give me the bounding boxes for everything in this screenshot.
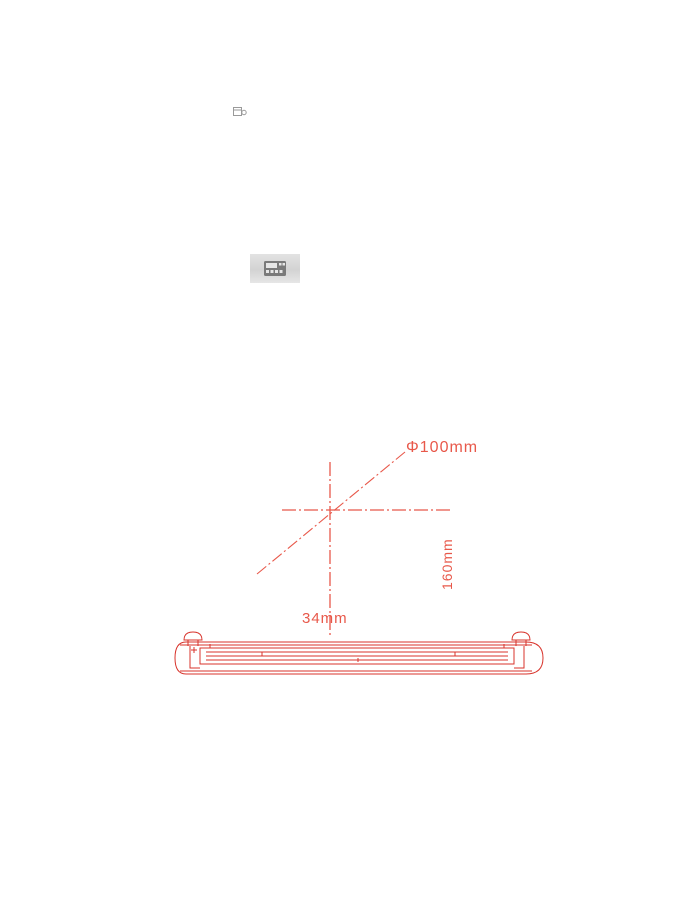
fixture-markers bbox=[191, 647, 456, 662]
fixture-body bbox=[174, 631, 544, 675]
diameter-leader-line bbox=[256, 451, 406, 575]
control-panel-icon bbox=[264, 261, 286, 276]
diameter-label: Φ100mm bbox=[406, 439, 478, 456]
height-label: 160mm bbox=[439, 538, 455, 590]
product-thumbnail bbox=[250, 254, 300, 283]
offset-label: 34mm bbox=[302, 610, 348, 627]
window-icon bbox=[233, 104, 247, 116]
